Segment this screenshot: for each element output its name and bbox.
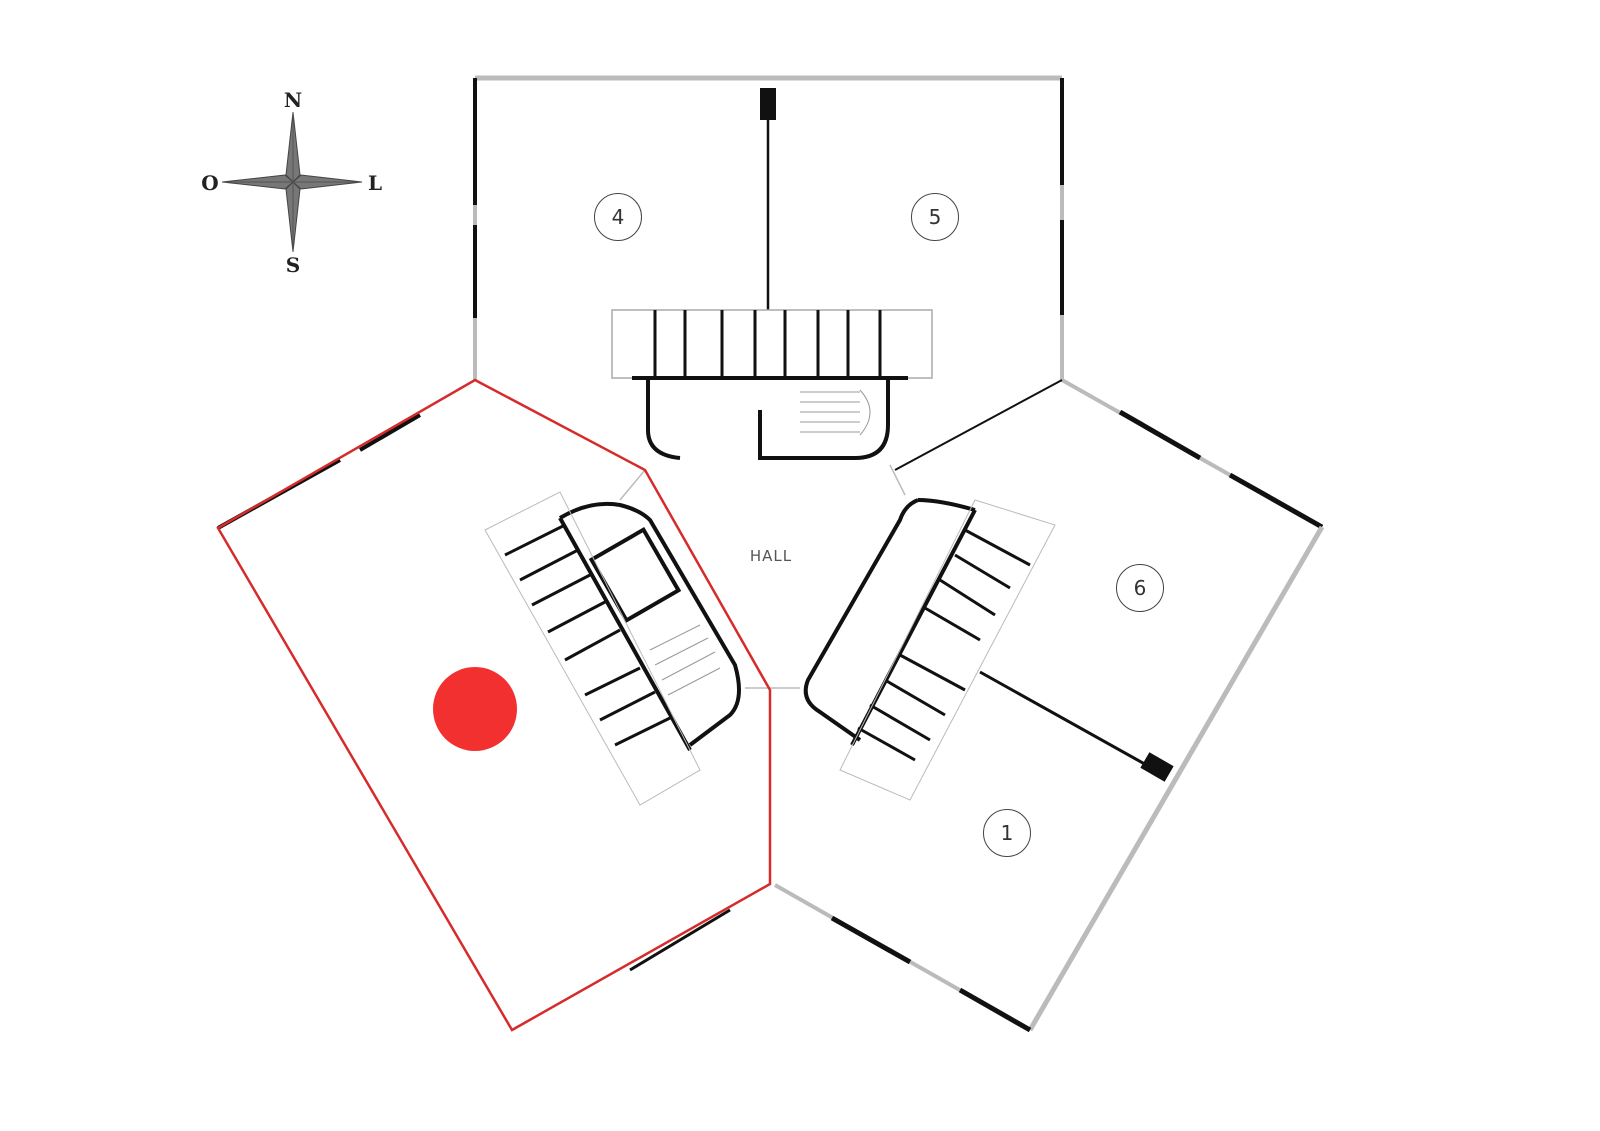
wing-north [473,75,1064,380]
unit-badge-6[interactable]: 6 [1116,564,1164,612]
unit-badge-1[interactable]: 1 [983,809,1031,857]
core-west [484,491,741,806]
compass-west-label: O [201,171,219,195]
compass-east-label: L [367,171,383,195]
wing-east [774,378,1325,1033]
compass-south-label: S [285,253,301,277]
highlighted-unit-outline [216,378,772,1032]
compass-icon [221,111,363,253]
core-east [803,498,1056,801]
compass-north-label: N [283,88,303,112]
selected-unit-marker[interactable] [433,667,517,751]
unit-badge-5[interactable]: 5 [911,193,959,241]
core-north [611,309,933,460]
hall-outline [619,464,906,689]
hall-label: HALL [749,547,793,565]
unit-badge-4[interactable]: 4 [594,193,642,241]
